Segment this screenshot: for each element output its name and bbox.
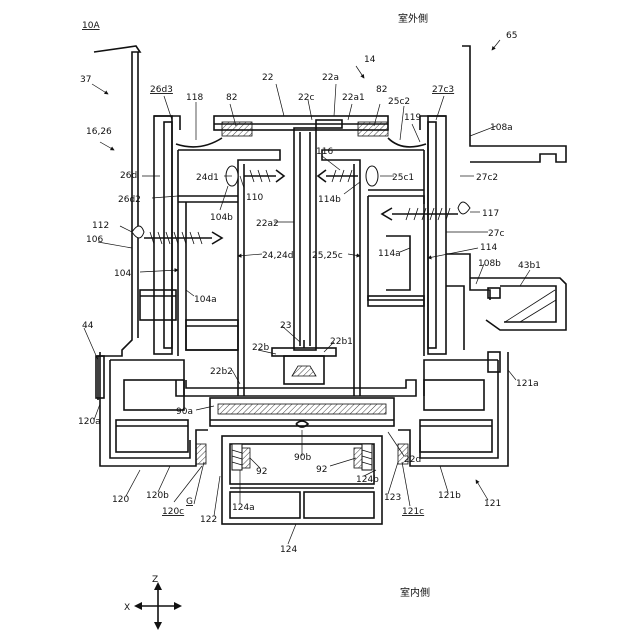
label-120b: 120b xyxy=(146,491,169,501)
label-120c: 120c xyxy=(162,507,184,517)
screw-92-right xyxy=(362,444,372,470)
label-25-25c: 25,25c xyxy=(312,251,343,261)
outdoor-side-label: 室外側 xyxy=(398,12,428,25)
label-25c1: 25c1 xyxy=(392,173,414,183)
screw-92-left xyxy=(232,444,242,470)
label-119: 119 xyxy=(404,113,421,123)
label-112: 112 xyxy=(92,221,109,231)
label-124a: 124a xyxy=(232,503,255,513)
label-22b1: 22b1 xyxy=(330,337,353,347)
label-114b: 114b xyxy=(318,195,341,205)
axis-z-label: Z xyxy=(152,575,158,585)
screw-116 xyxy=(318,166,378,186)
glass-unit-90 xyxy=(210,398,394,427)
label-104a: 104a xyxy=(194,295,217,305)
label-114: 114 xyxy=(480,243,497,253)
label-82-left: 82 xyxy=(226,93,237,103)
label-26d: 26d xyxy=(120,171,137,181)
screw-117 xyxy=(382,202,470,220)
label-90b: 90b xyxy=(294,453,311,463)
bottom-frame-121 xyxy=(398,352,508,466)
label-121a: 121a xyxy=(516,379,539,389)
label-27c: 27c xyxy=(488,229,504,239)
label-26d2: 26d2 xyxy=(118,195,141,205)
label-27c2: 27c2 xyxy=(476,173,498,183)
label-43b1: 43b1 xyxy=(518,261,541,271)
label-108b: 108b xyxy=(478,259,501,269)
label-114a: 114a xyxy=(378,249,401,259)
label-123: 123 xyxy=(384,493,401,503)
label-22: 22 xyxy=(262,73,273,83)
label-92-right: 92 xyxy=(316,465,327,475)
label-27c3: 27c3 xyxy=(432,85,454,95)
label-92-left: 92 xyxy=(256,467,267,477)
label-22b2: 22b2 xyxy=(210,367,233,377)
screw-112 xyxy=(132,226,222,244)
label-26d3: 26d3 xyxy=(150,85,173,95)
label-22d: 22d xyxy=(404,455,421,465)
label-124: 124 xyxy=(280,545,297,555)
right-sash-25 xyxy=(322,150,424,396)
label-110: 110 xyxy=(246,193,263,203)
label-22a2: 22a2 xyxy=(256,219,279,229)
label-104: 104 xyxy=(114,269,131,279)
label-121c: 121c xyxy=(402,507,424,517)
figure-id: 10A xyxy=(82,21,100,31)
label-65: 65 xyxy=(506,31,517,41)
center-mullion-22a xyxy=(294,128,316,350)
label-25c2: 25c2 xyxy=(388,97,410,107)
top-member-22 xyxy=(176,116,426,147)
label-108a: 108a xyxy=(490,123,513,133)
label-118: 118 xyxy=(186,93,203,103)
label-120a: 120a xyxy=(78,417,101,427)
left-sash-24 xyxy=(140,150,280,396)
indoor-side-label: 室内側 xyxy=(400,586,430,599)
label-22c: 22c xyxy=(298,93,314,103)
label-14: 14 xyxy=(364,55,376,65)
label-122: 122 xyxy=(200,515,217,525)
axis-x-label: X xyxy=(124,603,130,613)
label-G: G xyxy=(186,497,193,507)
label-22a1: 22a1 xyxy=(342,93,365,103)
label-116: 116 xyxy=(316,147,333,157)
label-24-24d: 24,24d xyxy=(262,251,293,261)
label-22b: 22b xyxy=(252,343,269,353)
label-82-right: 82 xyxy=(376,85,387,95)
label-124b: 124b xyxy=(356,475,379,485)
label-117: 117 xyxy=(482,209,499,219)
label-120: 120 xyxy=(112,495,129,505)
label-44: 44 xyxy=(82,321,94,331)
label-16-26: 16,26 xyxy=(86,127,112,137)
label-90a: 90a xyxy=(176,407,193,417)
label-104b: 104b xyxy=(210,213,233,223)
label-121b: 121b xyxy=(438,491,461,501)
label-22a: 22a xyxy=(322,73,339,83)
label-24d1: 24d1 xyxy=(196,173,219,183)
side-member-43b1 xyxy=(470,278,566,330)
label-23: 23 xyxy=(280,321,291,331)
label-37: 37 xyxy=(80,75,91,85)
coordinate-axes xyxy=(134,582,182,630)
screw-110 xyxy=(226,166,284,186)
label-121: 121 xyxy=(484,499,501,509)
label-106: 106 xyxy=(86,235,103,245)
